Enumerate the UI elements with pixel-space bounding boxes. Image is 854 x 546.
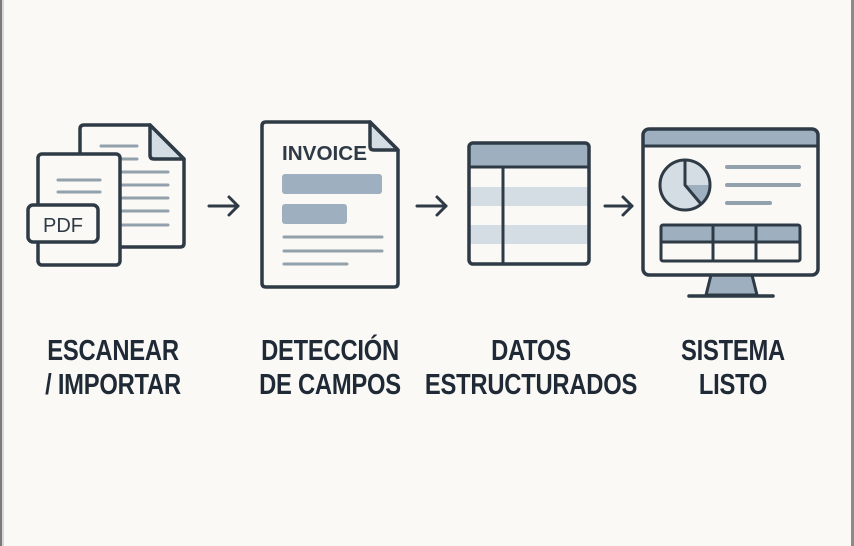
step-label-line2: / IMPORTAR: [45, 369, 181, 401]
arrow-right-icon: [415, 195, 448, 217]
detected-field-2: [282, 204, 347, 224]
monitor-dashboard-icon: [641, 127, 820, 298]
step-label-scan: ESCANEAR / IMPORTAR: [37, 334, 190, 402]
step-label-line1: DETECCIÓN: [261, 335, 399, 367]
pie-chart-icon: [658, 158, 712, 212]
step-label-structure: DATOS ESTRUCTURADOS: [420, 334, 641, 402]
arrow-right-icon: [603, 195, 634, 217]
step-label-detect: DETECCIÓN DE CAMPOS: [252, 334, 408, 402]
pdf-badge-text: PDF: [43, 215, 83, 237]
invoice-title-text: INVOICE: [282, 143, 367, 165]
pdf-badge: PDF: [26, 203, 100, 244]
monitor-stand: [704, 273, 759, 297]
step-label-line2: LISTO: [698, 369, 768, 401]
arrow-right-icon: [207, 195, 240, 217]
data-table-icon: [467, 141, 591, 266]
step-label-line2: ESTRUCTURADOS: [424, 369, 638, 401]
invoice-document-icon: INVOICE: [260, 120, 400, 289]
step-label-line2: DE CAMPOS: [259, 369, 401, 401]
frame-border-left-inner: [2, 0, 4, 546]
frame-border-right: [851, 0, 854, 546]
mini-table-icon: [659, 223, 802, 263]
step-label-ready: SISTEMA LISTO: [659, 334, 807, 402]
step-label-line1: SISTEMA: [681, 335, 785, 367]
detected-field-1: [282, 174, 382, 194]
step-label-line1: DATOS: [491, 335, 571, 367]
step-label-line1: ESCANEAR: [47, 335, 179, 367]
pdf-documents-icon: PDF: [26, 123, 186, 267]
frame-border-left: [0, 0, 2, 546]
